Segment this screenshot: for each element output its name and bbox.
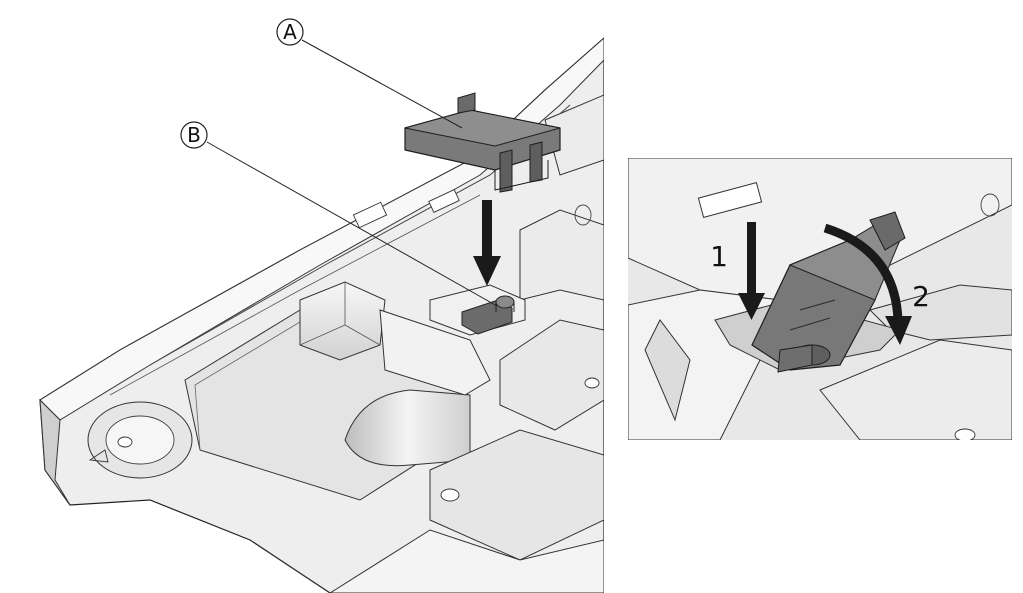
cylindrical-cutout bbox=[344, 389, 471, 467]
main-view bbox=[39, 37, 604, 593]
callout-b: B bbox=[180, 121, 498, 307]
clip-rotated bbox=[751, 211, 906, 373]
mounting-boss bbox=[87, 401, 193, 479]
callout-b-label: B bbox=[187, 123, 201, 147]
step-1-arrow bbox=[738, 222, 765, 320]
step-2-label: 2 bbox=[912, 280, 930, 313]
insertion-arrow bbox=[473, 200, 501, 286]
socket-part-b bbox=[429, 284, 526, 336]
clip-part-a bbox=[404, 92, 561, 193]
step-2-arrow bbox=[823, 223, 912, 345]
detail-view bbox=[628, 158, 1012, 440]
step-1-label: 1 bbox=[710, 240, 728, 273]
callout-a: A bbox=[276, 18, 463, 129]
base-left-end bbox=[39, 398, 71, 506]
callout-a-label: A bbox=[283, 20, 297, 44]
